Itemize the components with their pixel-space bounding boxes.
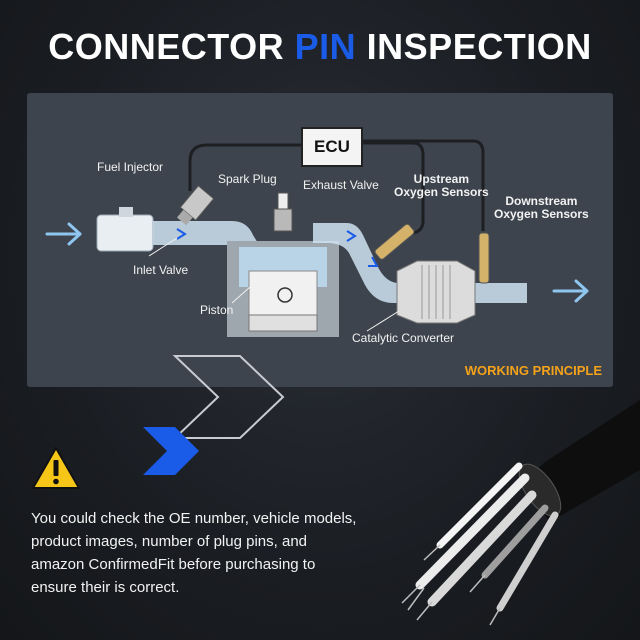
- page-title: CONNECTOR PIN INSPECTION: [0, 26, 640, 68]
- label-upstream-line-1: Upstream: [413, 172, 470, 186]
- ecu-box: ECU: [301, 127, 363, 167]
- intake-arrow-icon: [45, 222, 82, 246]
- upstream-oxygen-sensor-icon: [374, 223, 415, 260]
- label-downstream-line-2: Oxygen Sensors: [494, 207, 589, 221]
- title-part-1: CONNECTOR: [48, 26, 295, 67]
- label-catalytic-converter: Catalytic Converter: [352, 331, 455, 345]
- downstream-oxygen-sensor-icon: [478, 232, 490, 284]
- inspection-note: You could check the OE number, vehicle m…: [31, 510, 357, 596]
- label-piston: Piston: [200, 303, 234, 317]
- working-principle-caption: WORKING PRINCIPLE: [464, 363, 602, 378]
- engine-block: [227, 241, 339, 337]
- blue-chevron-icon: [143, 427, 199, 475]
- cable-icon: [401, 400, 640, 626]
- intake-pipe: [153, 221, 259, 245]
- sensor-wiring: [188, 139, 485, 245]
- label-fuel-injector: Fuel Injector: [97, 160, 164, 174]
- catalytic-converter: [396, 260, 476, 324]
- label-spark-plug: Spark Plug: [218, 172, 277, 186]
- title-part-2: INSPECTION: [356, 26, 592, 67]
- label-exhaust-valve: Exhaust Valve: [303, 178, 379, 192]
- engine-diagram: [45, 139, 589, 337]
- outline-chevron-icon: [172, 355, 285, 439]
- label-downstream-line-1: Downstream: [505, 194, 578, 208]
- leader-lines: [148, 237, 400, 332]
- flow-arrows: [176, 228, 379, 267]
- warning-triangle-icon: [32, 447, 80, 489]
- fuel-injector-icon: [176, 185, 215, 226]
- title-accent: PIN: [294, 26, 357, 67]
- label-upstream-line-2: Oxygen Sensors: [394, 185, 489, 199]
- label-inlet-valve: Inlet Valve: [133, 263, 189, 277]
- exhaust-arrow-icon: [552, 279, 589, 303]
- spark-plug-icon: [273, 192, 293, 232]
